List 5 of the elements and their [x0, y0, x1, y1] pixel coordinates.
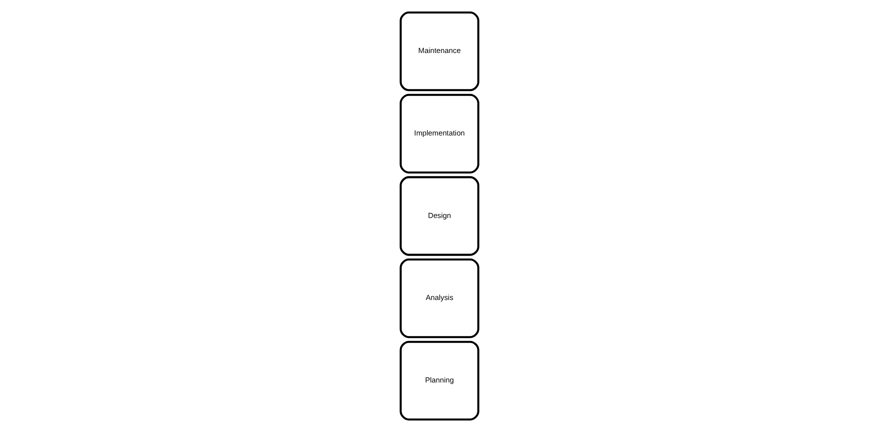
node-box: Maintenance — [399, 12, 479, 92]
node-box: Design — [399, 176, 479, 256]
node-box: Implementation — [399, 94, 479, 174]
node-box: Analysis — [399, 258, 479, 338]
node-box: Planning — [399, 340, 479, 420]
